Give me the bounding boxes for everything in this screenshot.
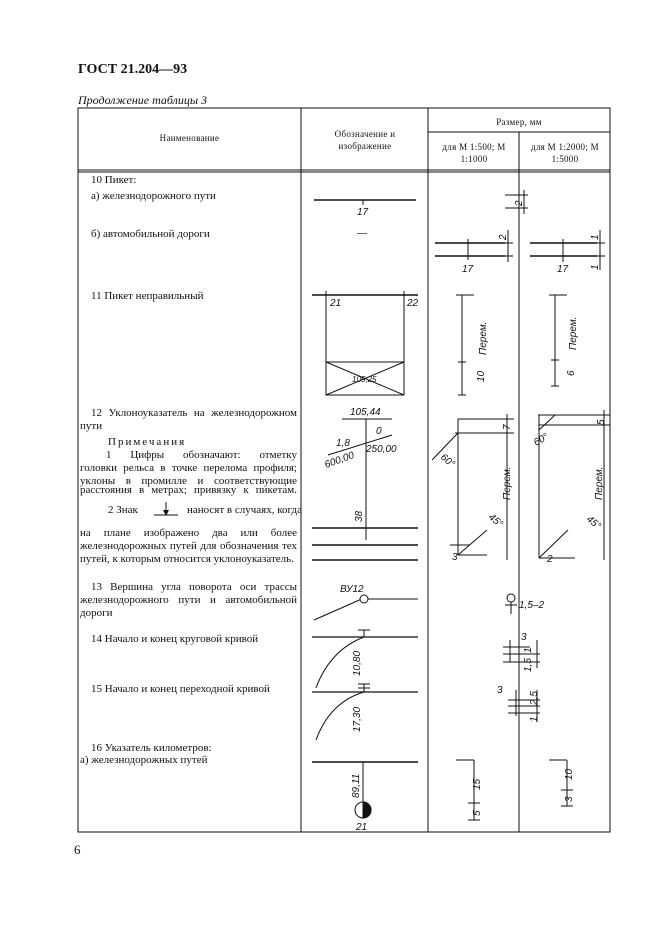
dim-12a-45: 45° (486, 512, 505, 530)
wrong-picket-box-value: 105,25 (352, 375, 377, 384)
row-14-title: 14 Начало и конец круговой кривой (91, 633, 259, 645)
dim-11b-6: 6 (566, 370, 577, 376)
note-2-start: 2 Знак (108, 504, 138, 516)
dim-14-1: 1 (523, 647, 534, 653)
col-header-size: Размер, мм (496, 117, 542, 127)
note-2-line-4: путей, к которым относится уклоноуказате… (80, 553, 294, 565)
note-1-line-2: головки рельса в точке перелома профиля; (80, 462, 297, 474)
notes-heading: Примечания (108, 436, 187, 448)
row-16a-label: а) железнодорожных путей (80, 754, 208, 766)
dim-12b-2: 2 (546, 554, 553, 565)
dim-11b-perem: Перем. (568, 317, 579, 350)
dim-16a-15: 15 (472, 778, 483, 790)
dim-10b2-17: 17 (557, 264, 569, 275)
grade-right-slope: 0 (376, 426, 382, 437)
km-indicator-value: 89,11 (351, 774, 362, 798)
dim-10a-2: 2 (514, 200, 525, 207)
grade-right-distance: 250,00 (365, 444, 397, 455)
dim-11a-perem: Перем. (478, 322, 489, 355)
dim-15-25: 2,5 (529, 691, 540, 706)
row-11-title: 11 Пикет неправильный (91, 290, 204, 302)
note-1-line-1: 1 Цифры обозначают: отметку (106, 449, 297, 461)
dim-10b2-1b: 1 (590, 264, 601, 270)
vertex-label: ВУ12 (340, 584, 364, 595)
dim-13-size: 1,5–2 (519, 600, 544, 611)
row-10b-label: б) автомобильной дороги (91, 228, 210, 240)
grade-left-slope: 1,8 (336, 438, 350, 449)
dim-16a-5: 5 (472, 810, 483, 816)
dim-16b-3: 3 (564, 796, 575, 802)
col-header-scale-1: для М 1:500; М 1:1000 (442, 142, 506, 164)
grade-mark-icon (154, 502, 178, 516)
note-1-line-3: уклоны в промилле и соответствующие (80, 475, 297, 487)
wrong-picket-right: 22 (406, 298, 419, 309)
dim-10b-17: 17 (462, 264, 474, 275)
dim-12a-3: 3 (452, 552, 458, 563)
dim-10b-2: 2 (498, 234, 509, 241)
grade-picket: 38 (354, 510, 365, 522)
dim-12b-5: 5 (596, 419, 607, 425)
dim-12a-perem: Перем. (502, 467, 513, 500)
col-header-symbol: Обозначение и изображение (334, 129, 396, 151)
note-2-cont: наносят в случаях, когда (187, 504, 302, 516)
col-header-name: Наименование (159, 133, 220, 143)
dim-12b-perem: Перем. (594, 467, 605, 500)
dim-14-3: 3 (521, 632, 527, 643)
km-indicator-picket: 21 (355, 822, 367, 833)
dim-12b-60: 60° (532, 432, 551, 449)
row-16-title: 16 Указатель километров: (91, 742, 212, 754)
note-2-line-3: железнодорожных путей для обозначения те… (80, 540, 297, 552)
dim-12a-7: 7 (502, 424, 513, 430)
table-continuation-caption: Продолжение таблицы 3 (78, 93, 208, 107)
row-15-title: 15 Начало и конец переходной кривой (91, 683, 270, 695)
picket-road-dash: — (356, 228, 368, 239)
row-10-title: 10 Пикет: (91, 174, 137, 186)
dim-12a-60: 60° (438, 452, 457, 470)
circular-curve-label: 10,80 (352, 651, 363, 676)
dim-10b2-1: 1 (590, 234, 601, 240)
picket-rail-number: 17 (357, 207, 369, 218)
note-1-line-4: расстояния в метрах; привязку к пикетам. (80, 484, 297, 496)
note-2-line-2: на плане изображено два или более (80, 527, 297, 539)
dim-15-1: 1 (529, 716, 540, 722)
row-13-title-cont: железнодорожного пути и автомобильной (80, 594, 297, 606)
transition-curve-label: 17,30 (352, 707, 363, 732)
col-header-scale-2: для М 1:2000; М 1:5000 (531, 142, 599, 164)
dim-14-15: 1,5 (523, 658, 534, 672)
document-header: ГОСТ 21.204—93 (78, 62, 188, 77)
row-12-title: 12 Уклоноуказатель на железнодорожном (91, 407, 297, 419)
page-number: 6 (74, 842, 81, 857)
dim-11a-10: 10 (476, 370, 487, 382)
grade-left-distance: 600,00 (323, 450, 356, 471)
row-10a-label: а) железнодорожного пути (91, 190, 216, 202)
wrong-picket-left: 21 (329, 298, 341, 309)
table-border (77, 107, 611, 833)
row-13-title-end: дороги (80, 607, 113, 619)
dim-12b-45: 45° (584, 514, 603, 532)
dim-16b-10: 10 (564, 768, 575, 780)
dim-15-3: 3 (497, 685, 503, 696)
row-13-title: 13 Вершина угла поворота оси трассы (91, 581, 297, 593)
row-12-title-cont: пути (80, 420, 103, 432)
grade-top-elevation: 105,44 (350, 407, 381, 418)
